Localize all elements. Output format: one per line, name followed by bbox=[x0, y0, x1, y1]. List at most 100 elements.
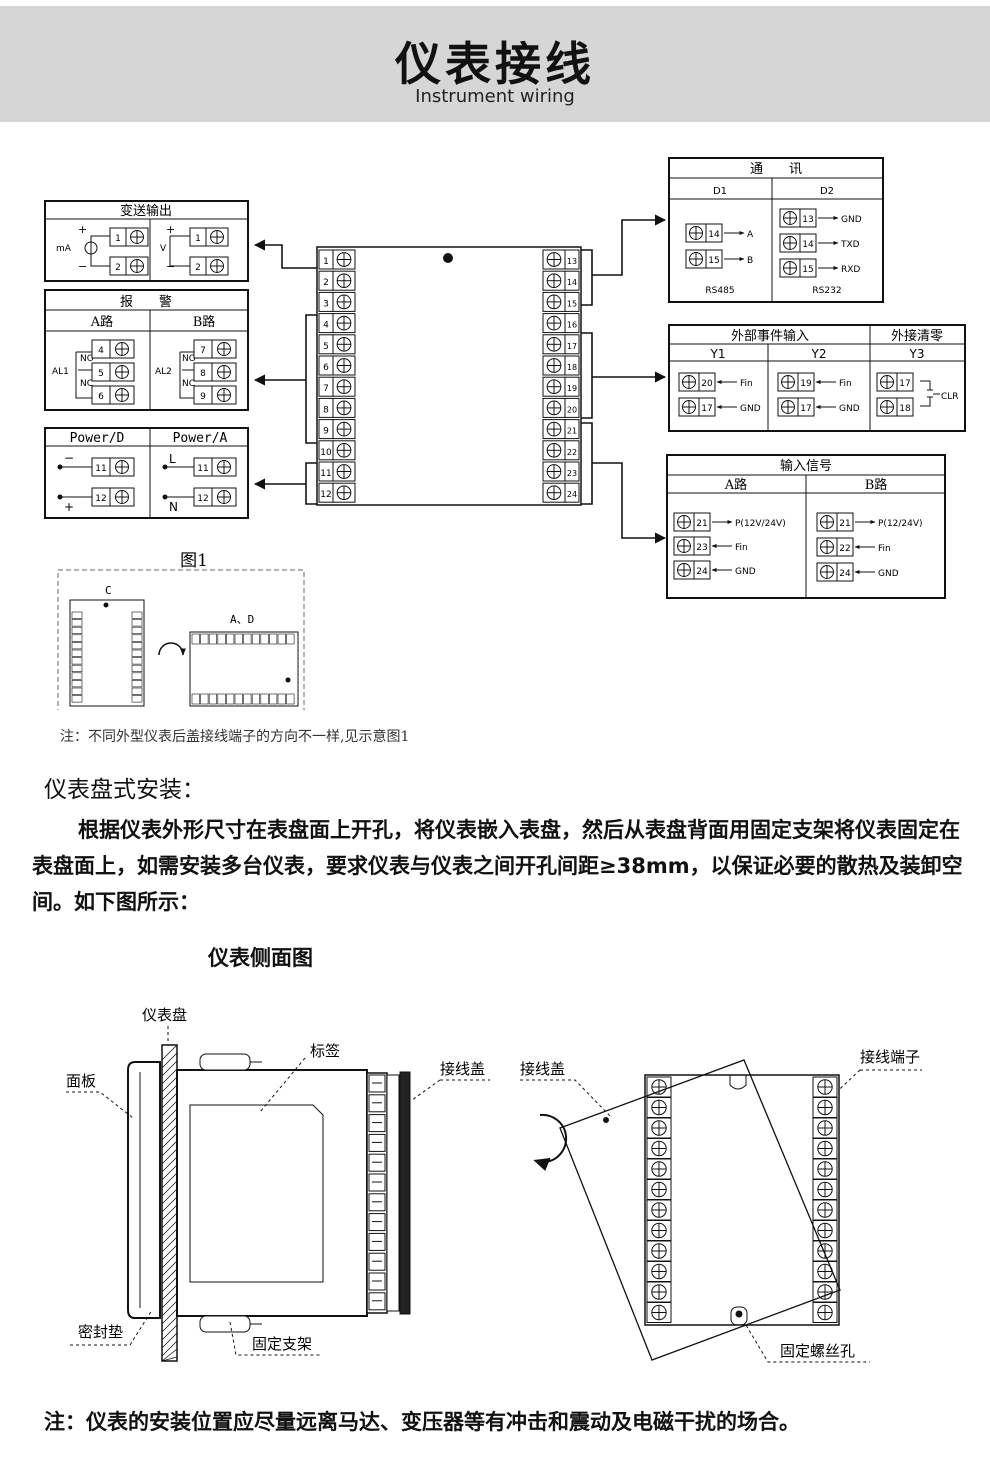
meter-terminal-24: 24 bbox=[542, 482, 580, 503]
meter-terminal-18: 18 bbox=[542, 355, 580, 376]
rear-terminal-icon bbox=[812, 1138, 838, 1159]
hatch-line bbox=[161, 1356, 178, 1362]
inset-ad-terminal bbox=[243, 633, 252, 645]
meter-terminal-22: 22 bbox=[542, 440, 580, 461]
svg-text:3: 3 bbox=[323, 299, 329, 309]
meter-terminal-1: 1 bbox=[318, 249, 356, 270]
inset-c-terminal bbox=[71, 657, 83, 665]
hatch-line bbox=[161, 1148, 178, 1165]
power-terminal-11: 11 bbox=[91, 457, 135, 477]
svg-text:14: 14 bbox=[802, 240, 814, 250]
inset-c-terminal bbox=[131, 657, 143, 665]
alarm-a-no: NO bbox=[80, 354, 94, 364]
terminal-screw-icon bbox=[205, 256, 229, 276]
svg-text:1: 1 bbox=[195, 234, 201, 244]
transmit-terminal-2: 2 bbox=[109, 256, 149, 276]
power-minus: − bbox=[64, 451, 74, 465]
svg-text:11: 11 bbox=[320, 469, 331, 479]
comm-d2-row-14: 14 TXD bbox=[779, 233, 860, 253]
svg-text:Fin: Fin bbox=[878, 544, 891, 554]
terminal-screw-icon bbox=[542, 440, 566, 461]
inset-ad-terminal bbox=[208, 693, 217, 705]
svg-text:B: B bbox=[747, 256, 753, 266]
inset-c-terminal bbox=[71, 664, 83, 673]
meter-terminal-19: 19 bbox=[542, 376, 580, 397]
terminal-screw-icon bbox=[211, 457, 237, 477]
rear-terminal-icon bbox=[812, 1097, 838, 1118]
terminal-screw-icon bbox=[542, 482, 566, 503]
inset-ad-terminal bbox=[286, 633, 295, 645]
hatch-line bbox=[161, 1228, 178, 1245]
meter-terminal-11: 11 bbox=[318, 461, 356, 482]
transmit-v-minus: − bbox=[166, 260, 175, 273]
svg-text:5: 5 bbox=[98, 369, 104, 379]
rear-terminal-icon bbox=[812, 1302, 838, 1323]
terminal-screw-icon bbox=[542, 355, 566, 376]
inset-ad-terminal bbox=[226, 633, 235, 645]
inset-label-c: C bbox=[105, 584, 112, 597]
transmit-ma-label: mA bbox=[56, 244, 72, 254]
comm-d1: D1 bbox=[713, 186, 727, 197]
svg-text:20: 20 bbox=[701, 379, 713, 389]
svg-text:21: 21 bbox=[696, 519, 707, 529]
power-l: L bbox=[169, 452, 176, 466]
hatch-line bbox=[161, 1116, 178, 1133]
mount-paragraph: 根据仪表外形尺寸在表盘面上开孔，将仪表嵌入表盘，然后从表盘背面用固定支架将仪表固… bbox=[32, 818, 963, 914]
alarm-terminal-6: 6 bbox=[91, 385, 135, 405]
meter-terminal-5: 5 bbox=[318, 334, 356, 355]
svg-text:11: 11 bbox=[95, 464, 106, 474]
transmit-terminal-2: 2 bbox=[189, 256, 229, 276]
hatch-line bbox=[161, 1060, 178, 1077]
svg-text:6: 6 bbox=[323, 363, 329, 373]
event-y3-terminal-18: 18 bbox=[876, 397, 914, 417]
inset-ad-terminal bbox=[200, 633, 209, 645]
alarm-title: 报 警 bbox=[120, 294, 172, 310]
inset-c-terminal bbox=[131, 626, 143, 635]
svg-text:GND: GND bbox=[839, 404, 860, 414]
hatch-line bbox=[161, 1132, 178, 1149]
rear-view bbox=[533, 1059, 841, 1361]
inset-ad-terminal bbox=[234, 693, 243, 705]
terminal-screw-icon bbox=[779, 233, 801, 253]
terminal-screw-icon bbox=[332, 355, 356, 376]
terminal-screw-icon bbox=[542, 313, 566, 334]
svg-text:17: 17 bbox=[899, 379, 910, 389]
meter-terminal-16: 16 bbox=[542, 313, 580, 334]
svg-text:TXD: TXD bbox=[840, 240, 860, 250]
hatch-line bbox=[161, 1100, 178, 1117]
terminal-screw-icon bbox=[332, 291, 356, 312]
meter-terminal-21: 21 bbox=[542, 419, 580, 440]
terminal-screw-icon bbox=[779, 258, 801, 278]
terminal-screw-icon bbox=[542, 419, 566, 440]
terminal-screw-icon bbox=[109, 385, 135, 405]
svg-text:21: 21 bbox=[567, 427, 577, 436]
terminal-screw-icon bbox=[205, 227, 229, 247]
terminal-screw-icon bbox=[779, 208, 801, 228]
rear-terminal-icon bbox=[646, 1138, 672, 1159]
hatch-line bbox=[161, 1084, 178, 1101]
rear-terminal-icon bbox=[646, 1199, 672, 1221]
inset-ad-terminal bbox=[217, 693, 226, 705]
meter-terminal-10: 10 bbox=[318, 440, 356, 461]
clear-title: 外接清零 bbox=[891, 328, 943, 344]
rear-terminal-icon bbox=[812, 1199, 838, 1221]
terminal-screw-icon bbox=[332, 249, 356, 270]
transmit-v-label: V bbox=[160, 244, 167, 254]
hatch-line bbox=[161, 1268, 178, 1285]
rear-terminal-icon bbox=[812, 1158, 838, 1180]
inset-c-terminal bbox=[131, 680, 143, 688]
terminal-screw-icon bbox=[332, 376, 356, 397]
inset-ad-terminal bbox=[243, 693, 252, 705]
transmit-terminal-1: 1 bbox=[189, 227, 229, 247]
terminal-screw-icon bbox=[816, 562, 838, 582]
svg-text:13: 13 bbox=[567, 257, 577, 266]
inset-ad-terminal bbox=[200, 693, 209, 705]
hatch-line bbox=[161, 1140, 178, 1157]
svg-text:2: 2 bbox=[195, 263, 201, 273]
